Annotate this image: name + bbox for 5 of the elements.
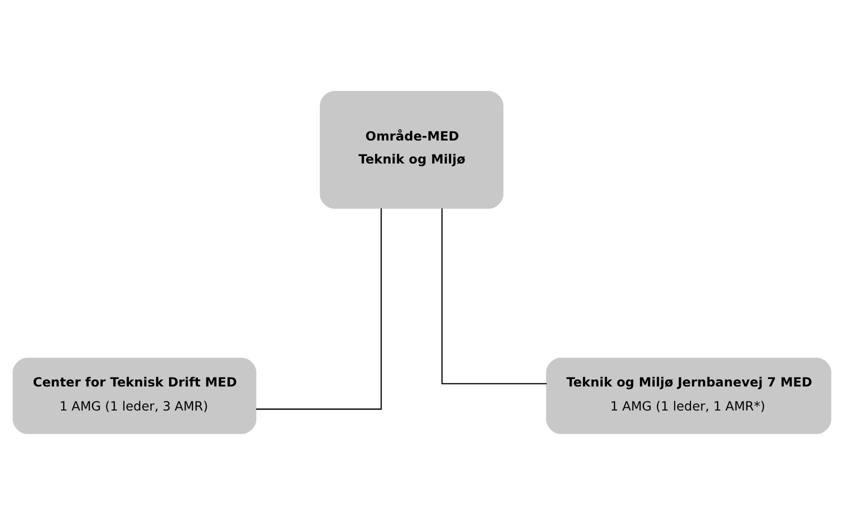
node-box: Center for Teknisk Drift MED 1 AMG (1 leder, 3 AMR)	[12, 357, 256, 434]
node-box: Område-MED Teknik og Miljø	[320, 90, 504, 208]
connector	[256, 208, 382, 410]
connector	[441, 208, 547, 384]
node-box: Teknik og Miljø Jernbanevej 7 MED 1 AMG (1 leder, 1 AMR*)	[546, 357, 832, 434]
